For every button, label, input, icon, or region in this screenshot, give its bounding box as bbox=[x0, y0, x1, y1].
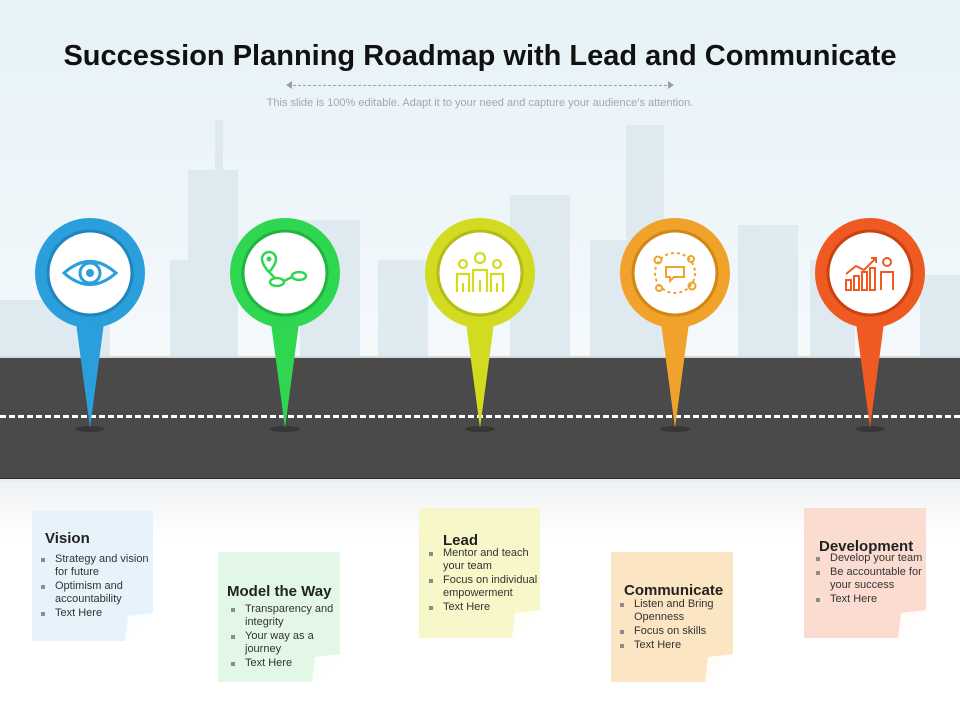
bullet-item: Be accountable for your success bbox=[816, 566, 926, 592]
page-title: Succession Planning Roadmap with Lead an… bbox=[63, 40, 897, 72]
bullet-item: Strategy and vision for future bbox=[41, 553, 153, 579]
stage-bullets: Transparency and integrity Your way as a… bbox=[231, 603, 339, 671]
stage-card-model-the-way: Model the Way Transparency and integrity… bbox=[218, 552, 340, 682]
title-divider bbox=[286, 81, 674, 89]
stage-card-vision: Vision Strategy and vision for future Op… bbox=[32, 510, 153, 641]
stage-title: Lead bbox=[443, 532, 479, 549]
stage-title: Communicate bbox=[624, 582, 724, 599]
stage-pin-lead bbox=[424, 218, 536, 438]
route-map-icon bbox=[260, 250, 308, 288]
bullet-item: Text Here bbox=[816, 593, 926, 606]
bullet-item: Optimism and accountability bbox=[41, 580, 153, 606]
stage-pin-vision bbox=[34, 218, 146, 438]
page-subtitle: This slide is 100% editable. Adapt it to… bbox=[266, 97, 694, 109]
bullet-item: Listen and Bring Openness bbox=[620, 598, 725, 624]
bullet-item: Develop your team bbox=[816, 552, 926, 565]
growth-chart-icon bbox=[845, 257, 894, 291]
stage-title: Model the Way bbox=[227, 583, 332, 600]
communication-icon bbox=[653, 252, 697, 294]
bullet-item: Your way as a journey bbox=[231, 630, 339, 656]
bullet-item: Focus on skills bbox=[620, 625, 725, 638]
stage-bullets: Listen and Bring Openness Focus on skill… bbox=[620, 598, 725, 653]
stage-card-development: Development Develop your team Be account… bbox=[804, 508, 926, 638]
bullet-item: Text Here bbox=[429, 601, 539, 614]
stage-pin-communicate bbox=[619, 218, 731, 438]
arrow-left-icon bbox=[286, 81, 292, 89]
bullet-item: Mentor and teach your team bbox=[429, 547, 539, 573]
bullet-item: Text Here bbox=[620, 639, 725, 652]
bullet-item: Text Here bbox=[231, 657, 339, 670]
stage-bullets: Mentor and teach your team Focus on indi… bbox=[429, 547, 539, 615]
stage-title: Vision bbox=[45, 530, 90, 547]
bullet-item: Transparency and integrity bbox=[231, 603, 339, 629]
stage-bullets: Strategy and vision for future Optimism … bbox=[41, 553, 153, 621]
stage-pin-model-the-way bbox=[229, 218, 341, 438]
stage-title: Development bbox=[819, 538, 914, 555]
eye-icon bbox=[61, 260, 119, 286]
bullet-item: Focus on individual empowerment bbox=[429, 574, 539, 600]
stage-pin-development bbox=[814, 218, 926, 438]
stage-card-lead: Lead Mentor and teach your team Focus on… bbox=[419, 508, 540, 638]
bullet-item: Text Here bbox=[41, 607, 153, 620]
stage-bullets: Develop your team Be accountable for you… bbox=[816, 552, 926, 607]
team-people-icon bbox=[455, 251, 505, 292]
stage-card-communicate: Communicate Listen and Bring Openness Fo… bbox=[611, 552, 733, 682]
arrow-right-icon bbox=[668, 81, 674, 89]
